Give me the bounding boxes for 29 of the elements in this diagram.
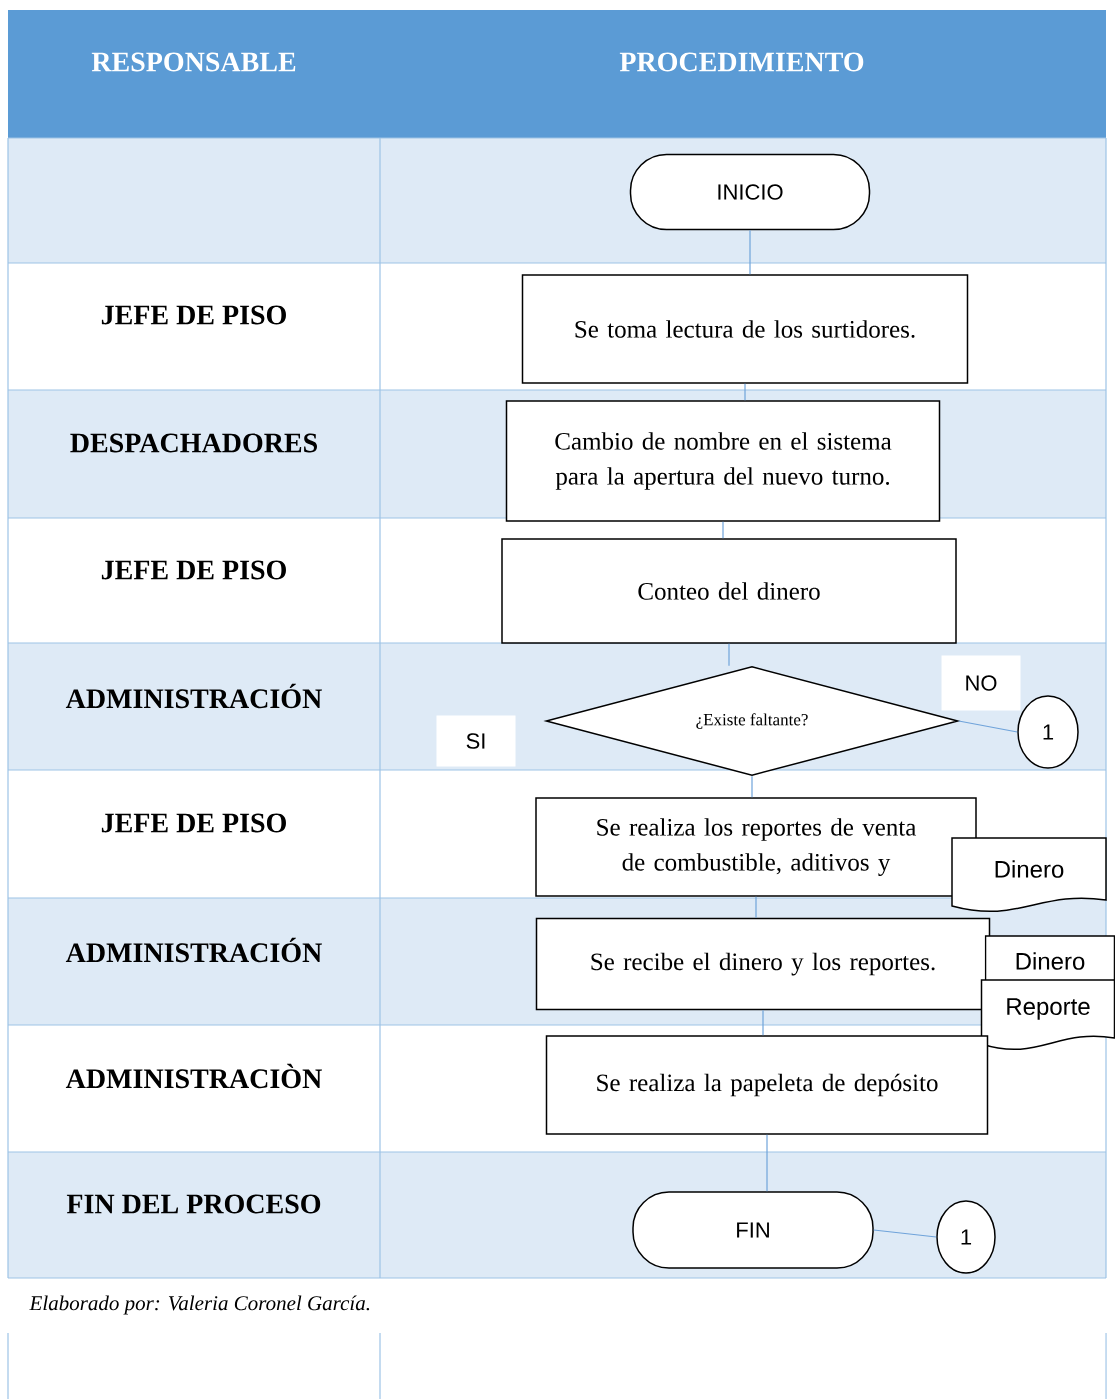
connector-line (755, 896, 757, 919)
process-box: Cambio de nombre en el sistema para la apertura del nuevo turno. (505, 400, 941, 522)
node-label: Dinero (1016, 952, 1085, 970)
row-label: DESPACHADORES (70, 433, 317, 453)
edge-label: NO (941, 655, 1021, 711)
row-label: FIN DEL PROCESO (66, 1194, 321, 1214)
connector-line (749, 229, 751, 275)
row-label: ADMINISTRACIÓN (65, 937, 322, 963)
caption: Elaborado por: Valeria Coronel García. (29, 1295, 370, 1315)
row-label: ADMINISTRACIÒN (65, 1063, 322, 1089)
row-label: JEFE DE PISO (101, 560, 286, 580)
column-header: PROCEDIMIENTO (619, 52, 864, 72)
connector-line (744, 383, 746, 401)
branch-label: SI (436, 715, 516, 767)
connector-line (873, 1229, 937, 1238)
row-label: JEFE DE PISO (101, 305, 286, 325)
connector-line (722, 521, 724, 539)
process-box: Se toma lectura de los surtidores. (521, 274, 969, 384)
connector-line (766, 1134, 768, 1192)
process-box: Se realiza la papeleta de depósito (545, 1035, 989, 1135)
connector-line (751, 775, 753, 798)
node-label: Reporte (1007, 998, 1090, 1020)
connector-line (958, 720, 1018, 733)
process-box: Conteo del dinero (501, 538, 957, 644)
row-label: JEFE DE PISO (101, 813, 286, 833)
connector-line (762, 1009, 764, 1036)
connector-line (728, 643, 730, 667)
column-header: RESPONSABLE (91, 52, 296, 72)
row-label: ADMINISTRACIÓN (65, 683, 322, 709)
